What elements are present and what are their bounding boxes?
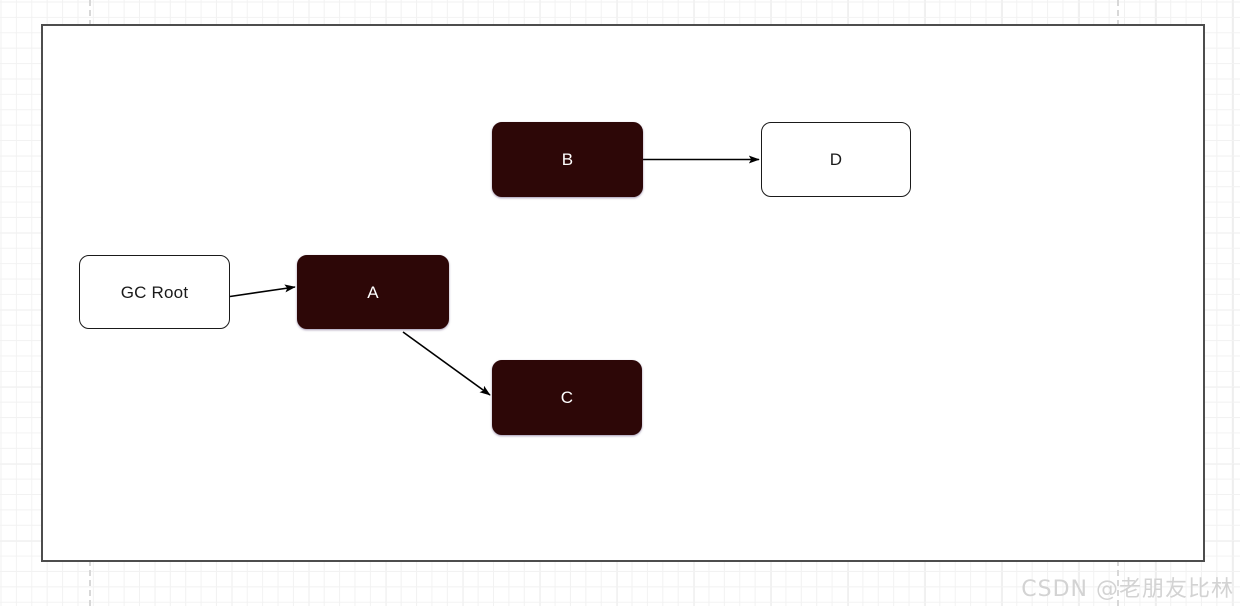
node-gc-root[interactable]: GC Root — [79, 255, 230, 329]
node-a[interactable]: A — [297, 255, 449, 329]
node-gc-root-label: GC Root — [120, 282, 189, 302]
node-d[interactable]: D — [761, 122, 911, 197]
node-c[interactable]: C — [492, 360, 642, 435]
node-a-label: A — [367, 282, 379, 302]
node-b[interactable]: B — [492, 122, 643, 197]
node-b-label: B — [561, 150, 574, 169]
node-c-label: C — [560, 388, 574, 407]
csdn-watermark: CSDN @老朋友比林 — [1021, 577, 1234, 602]
node-d-label: D — [829, 150, 843, 169]
